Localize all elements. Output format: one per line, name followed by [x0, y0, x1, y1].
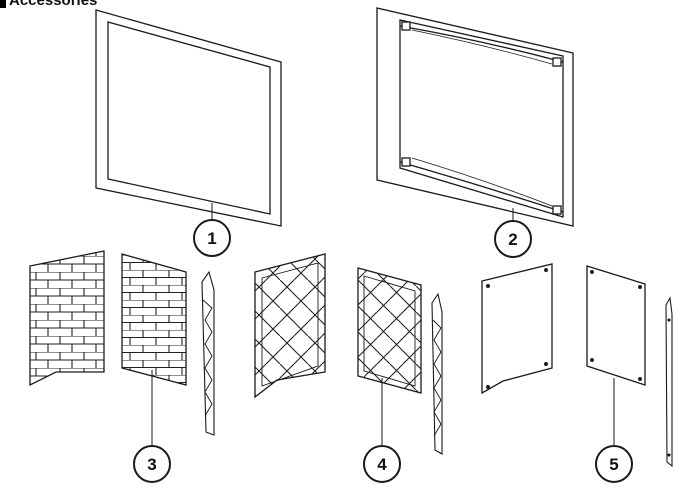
section-header: Accessories [0, 0, 97, 9]
part-5-plain-side-panel [481, 263, 553, 395]
part-5-plain-edge [665, 296, 673, 468]
header-bar [0, 0, 6, 8]
part-4-herringbone-side-panel [254, 253, 326, 399]
part-5-plain-back-panel [586, 265, 646, 386]
callout-1-label: 1 [207, 229, 216, 248]
callout-2-label: 2 [508, 230, 517, 249]
part-4-herringbone-edge [431, 292, 443, 455]
part-3-brick-side-panel [29, 250, 105, 387]
header-title: Accessories [9, 0, 97, 9]
callout-3: 3 [133, 445, 171, 483]
part-1-surround [95, 9, 282, 227]
callout-1: 1 [193, 219, 231, 257]
callout-4-label: 4 [377, 455, 387, 474]
callout-5: 5 [595, 445, 633, 483]
callout-2: 2 [494, 220, 532, 258]
callout-3-label: 3 [147, 455, 156, 474]
part-4-herringbone-back-panel [357, 267, 422, 394]
callout-5-label: 5 [609, 455, 618, 474]
part-3-brick-back-panel [121, 253, 187, 386]
part-3-brick-side-panel-edge [201, 270, 215, 436]
callout-4: 4 [363, 445, 401, 483]
part-2-decorative-surround [376, 7, 574, 227]
